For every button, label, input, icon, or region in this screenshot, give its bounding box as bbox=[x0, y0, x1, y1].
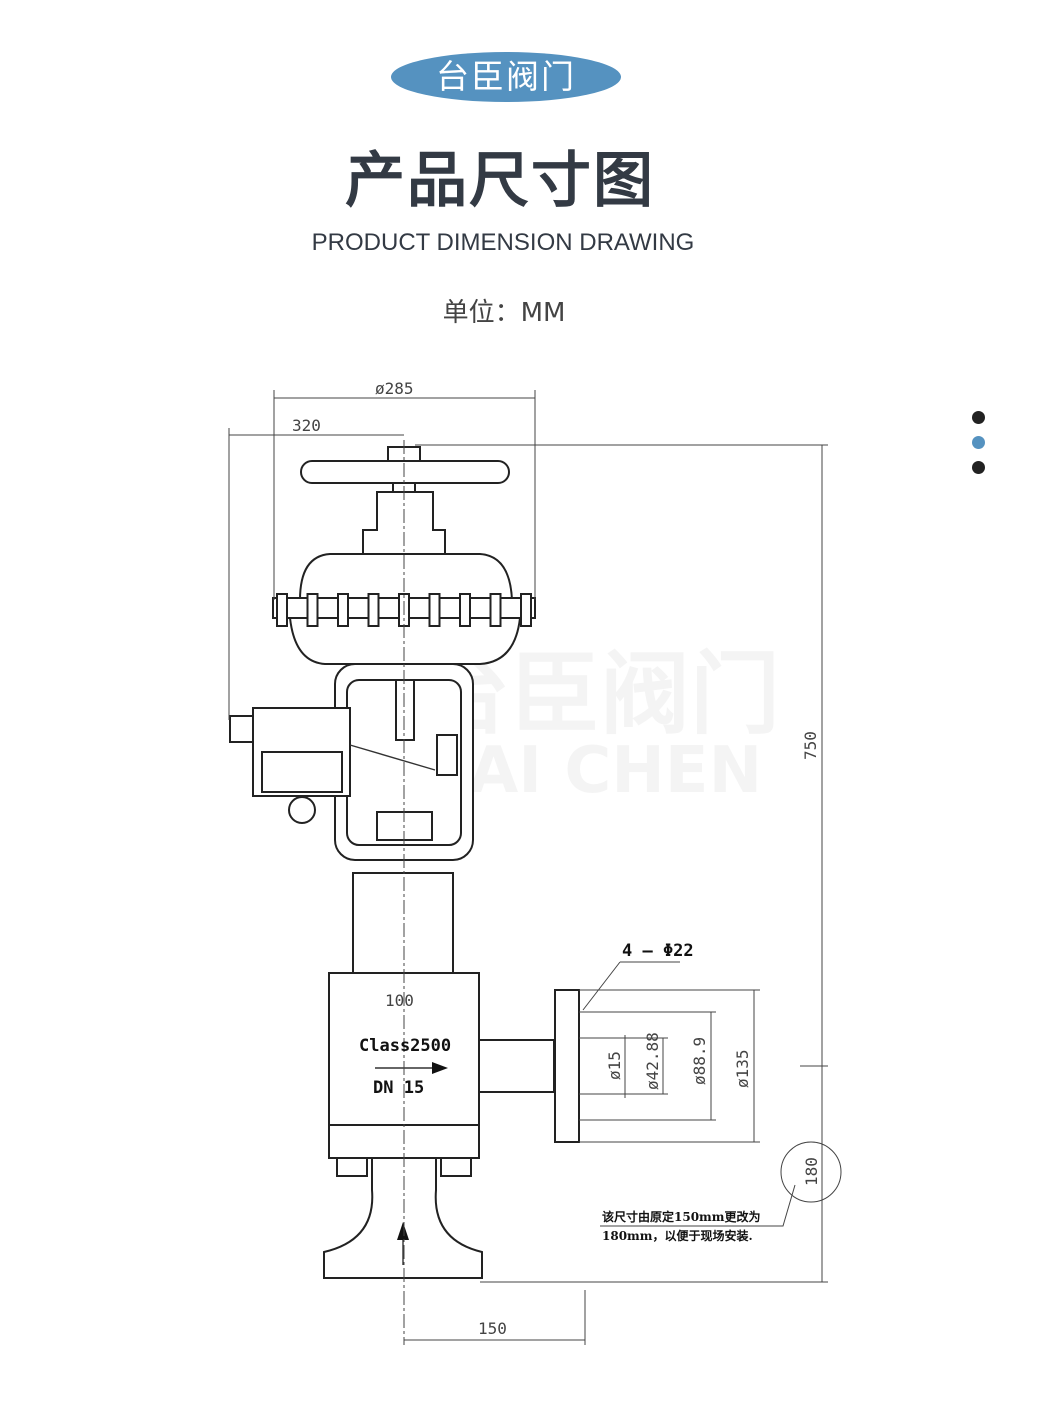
dim-bolt-holes: 4 – Φ22 bbox=[622, 941, 694, 961]
dim-overall-height: 750 bbox=[801, 731, 820, 760]
note-line-1: 该尺寸由原定150mm更改为 bbox=[602, 1209, 760, 1224]
note-line-2: 180mm，以便于现场安装. bbox=[602, 1228, 753, 1243]
flange-bolt bbox=[489, 593, 502, 627]
dim-d4: ø135 bbox=[733, 1049, 752, 1088]
dim-bottom-offset: 150 bbox=[478, 1319, 507, 1338]
flange-bolt bbox=[337, 593, 349, 627]
page-title: 产品尺寸图 bbox=[345, 146, 655, 216]
pressure-class: Class2500 bbox=[359, 1036, 451, 1056]
flange-bolt bbox=[306, 593, 319, 627]
brand-badge: 台臣阀门 bbox=[391, 52, 621, 102]
dim-body-width: 100 bbox=[385, 991, 414, 1010]
flange-bolt bbox=[459, 593, 471, 627]
dim-handwheel-offset: 320 bbox=[292, 416, 321, 435]
flange-bolt bbox=[520, 593, 532, 627]
watermark-en: TAI CHEN bbox=[430, 734, 762, 808]
nominal-size: DN 15 bbox=[373, 1078, 424, 1098]
flange-bolt bbox=[428, 593, 441, 627]
pagination-dot-2[interactable] bbox=[972, 436, 985, 449]
unit-label: 单位：MM bbox=[442, 298, 566, 328]
dim-d2: ø42.88 bbox=[643, 1032, 662, 1090]
valve-outline bbox=[229, 440, 580, 1345]
dim-d3: ø88.9 bbox=[690, 1037, 709, 1085]
dim-top-diameter: ø285 bbox=[375, 379, 414, 398]
pagination-dot-3[interactable] bbox=[972, 461, 985, 474]
pagination-dot-1[interactable] bbox=[972, 411, 985, 424]
page-subtitle: PRODUCT DIMENSION DRAWING bbox=[311, 229, 695, 256]
flange-bolt bbox=[276, 593, 288, 627]
dimension-lines bbox=[228, 390, 842, 1345]
flange-bolt bbox=[367, 593, 380, 627]
dim-d1: ø15 bbox=[605, 1051, 624, 1080]
dim-bottom-height: 180 bbox=[802, 1157, 821, 1186]
